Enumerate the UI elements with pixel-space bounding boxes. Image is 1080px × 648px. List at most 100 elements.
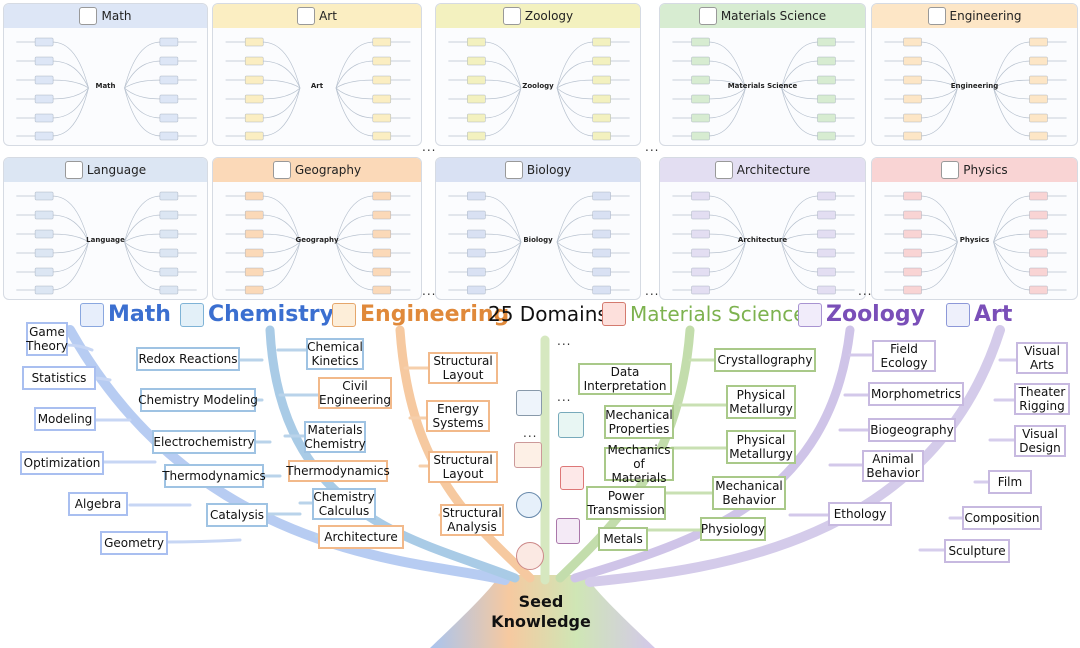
globe-network-icon bbox=[516, 492, 542, 518]
lab-tools-icon bbox=[556, 518, 580, 544]
animal-icon bbox=[502, 7, 521, 25]
domain-title-materials-science: Materials Science bbox=[602, 302, 806, 326]
domain-card-header: Architecture bbox=[660, 158, 865, 182]
domain-title-art: Art bbox=[946, 302, 1012, 327]
mind-map-lines bbox=[448, 37, 630, 141]
more-dots: ... bbox=[858, 284, 873, 298]
leaf-civil-engineering: Civil Engineering bbox=[318, 377, 392, 409]
leaf-chemistry-calculus: Chemistry Calculus bbox=[312, 488, 376, 520]
leaf-crystallography: Crystallography bbox=[714, 348, 816, 372]
leaf-physical-metallurgy-2: Physical Metallurgy bbox=[726, 430, 796, 464]
leaf-mechanical-properties: Mechanical Properties bbox=[604, 405, 674, 439]
shop-icon bbox=[560, 466, 584, 490]
flowchart-icon bbox=[516, 390, 542, 416]
leaf-optimization: Optimization bbox=[20, 451, 104, 475]
more-dots: ... bbox=[523, 426, 538, 440]
branch-art bbox=[585, 325, 1005, 587]
ruler-compass-icon bbox=[79, 7, 98, 25]
domain-card-header: Materials Science bbox=[660, 4, 865, 28]
mind-map-body: Art bbox=[213, 28, 421, 145]
mind-map-center: Language bbox=[86, 236, 125, 244]
domain-card-title: Art bbox=[319, 9, 337, 23]
materials-icon bbox=[698, 7, 717, 25]
domain-card-header: Engineering bbox=[872, 4, 1077, 28]
building-icon bbox=[714, 161, 733, 179]
leaf-algebra: Algebra bbox=[68, 492, 128, 516]
domain-card-title: Physics bbox=[963, 163, 1008, 177]
brain-puzzle-icon bbox=[516, 542, 544, 570]
leaf-morphometrics: Morphometrics bbox=[868, 382, 964, 406]
more-dots: ... bbox=[422, 284, 437, 298]
leaf-ethology: Ethology bbox=[828, 502, 892, 526]
palette-icon bbox=[946, 302, 970, 327]
leaf-data-interpretation: Data Interpretation bbox=[578, 363, 672, 395]
leaf-catalysis: Catalysis bbox=[206, 503, 268, 527]
materials-icon bbox=[602, 302, 626, 326]
microscope-icon bbox=[504, 161, 523, 179]
leaf-composition: Composition bbox=[962, 506, 1042, 530]
branch-math bbox=[65, 325, 510, 585]
mind-map-lines bbox=[225, 191, 411, 295]
domain-card-header: Geography bbox=[213, 158, 421, 182]
mind-map-lines bbox=[884, 191, 1067, 295]
mind-map-lines bbox=[448, 191, 630, 295]
domain-card-title: Geography bbox=[294, 163, 362, 177]
mind-map-body: Materials Science bbox=[660, 28, 865, 145]
leaf-structural-analysis: Structural Analysis bbox=[440, 504, 504, 536]
domain-card-header: Physics bbox=[872, 158, 1077, 182]
domain-card-title: Architecture bbox=[736, 163, 811, 177]
mind-map-body: Engineering bbox=[872, 28, 1077, 145]
leaf-structural-layout: Structural Layout bbox=[428, 352, 498, 384]
domain-card-title: Engineering bbox=[949, 9, 1022, 23]
leaf-statistics: Statistics bbox=[22, 366, 96, 390]
leaf-electrochemistry: Electrochemistry bbox=[152, 430, 256, 454]
domain-card-header: Math bbox=[4, 4, 207, 28]
leaf-field-ecology: Field Ecology bbox=[872, 340, 936, 372]
branch-materials bbox=[555, 325, 695, 583]
microscope-icon bbox=[558, 412, 584, 438]
domain-card-header: Art bbox=[213, 4, 421, 28]
more-dots: ... bbox=[557, 334, 572, 348]
leaf-energy-systems: Energy Systems bbox=[426, 400, 490, 432]
leaf-visual-design: Visual Design bbox=[1014, 425, 1066, 457]
leaf-metals: Metals bbox=[598, 527, 648, 551]
gear-blueprint-icon bbox=[927, 7, 946, 25]
leaf-sculpture: Sculpture bbox=[944, 539, 1010, 563]
tree-trunk bbox=[430, 575, 655, 648]
domain-title-zoology: Zoology bbox=[798, 302, 925, 327]
mind-map-body: Zoology bbox=[436, 28, 640, 145]
mind-map-lines bbox=[672, 191, 855, 295]
domain-card-title: Math bbox=[101, 9, 132, 23]
mind-map-center: Materials Science bbox=[727, 82, 798, 90]
mind-map-body: Geography bbox=[213, 182, 421, 299]
mind-map-body: Biology bbox=[436, 182, 640, 299]
leaf-modeling: Modeling bbox=[34, 407, 96, 431]
leaf-geometry: Geometry bbox=[100, 531, 168, 555]
leaf-power-transmission: Power Transmission bbox=[586, 486, 666, 520]
domain-title-25-domains: 25 Domains bbox=[488, 302, 608, 326]
mind-map-center: Math bbox=[95, 82, 116, 90]
branch-engineering bbox=[395, 325, 535, 583]
mind-map-lines bbox=[884, 37, 1067, 141]
globe-icon bbox=[272, 161, 291, 179]
chemistry-icon bbox=[180, 302, 204, 327]
more-dots: ... bbox=[645, 140, 660, 154]
seed-knowledge-label: Seed Knowledge bbox=[491, 592, 591, 631]
leaf-theater-rigging: Theater Rigging bbox=[1014, 383, 1070, 415]
more-dots: ... bbox=[557, 390, 572, 404]
domain-card-header: Biology bbox=[436, 158, 640, 182]
domain-title-chemistry: Chemistry bbox=[180, 302, 334, 327]
domain-card-title: Zoology bbox=[524, 9, 574, 23]
leaf-chemical-kinetics: Chemical Kinetics bbox=[306, 338, 364, 370]
mind-map-lines bbox=[672, 37, 855, 141]
leaf-mechanics-of-materials: Mechanics of Materials bbox=[604, 443, 674, 485]
mind-map-center: Physics bbox=[959, 236, 990, 244]
domain-card-title: Biology bbox=[526, 163, 572, 177]
